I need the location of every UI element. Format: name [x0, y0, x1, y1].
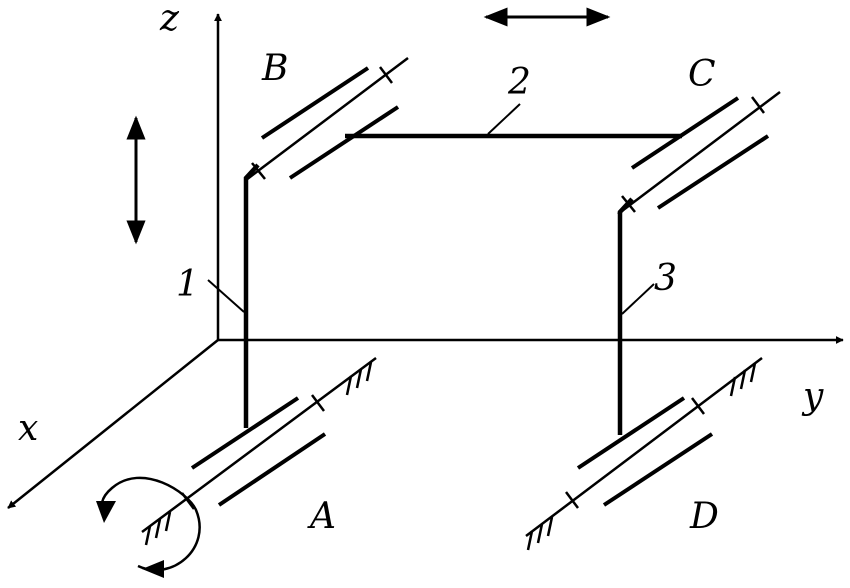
joint-b [245, 57, 409, 181]
leader-link-2 [487, 103, 521, 135]
joint-d [525, 357, 763, 537]
point-label-a: A [307, 496, 336, 537]
point-label-b: B [261, 48, 288, 89]
joint-c [617, 91, 781, 215]
rotation-arrow [100, 476, 201, 572]
link-label-1: 1 [176, 264, 199, 305]
joint-a [141, 356, 377, 534]
x-axis [7, 339, 219, 509]
coordinate-axes [7, 13, 844, 509]
link-label-2: 2 [507, 62, 531, 103]
link-1-bar [243, 163, 260, 428]
ground-hatch-d [526, 362, 757, 551]
rotation-arrowheads [96, 501, 164, 578]
axis-label-x: x [18, 408, 38, 449]
leader-link-1 [207, 279, 245, 313]
leader-link-3 [621, 283, 655, 315]
point-label-d: D [689, 496, 719, 537]
axis-label-z: z [159, 0, 180, 39]
axis-label-y: y [801, 376, 824, 417]
leader-lines [207, 103, 655, 315]
motion-arrows [126, 7, 611, 245]
point-label-c: C [688, 54, 716, 95]
links [243, 133, 682, 435]
link-label-3: 3 [654, 258, 677, 299]
ground-hatch-a [144, 361, 373, 546]
link-3-bar [617, 197, 634, 435]
